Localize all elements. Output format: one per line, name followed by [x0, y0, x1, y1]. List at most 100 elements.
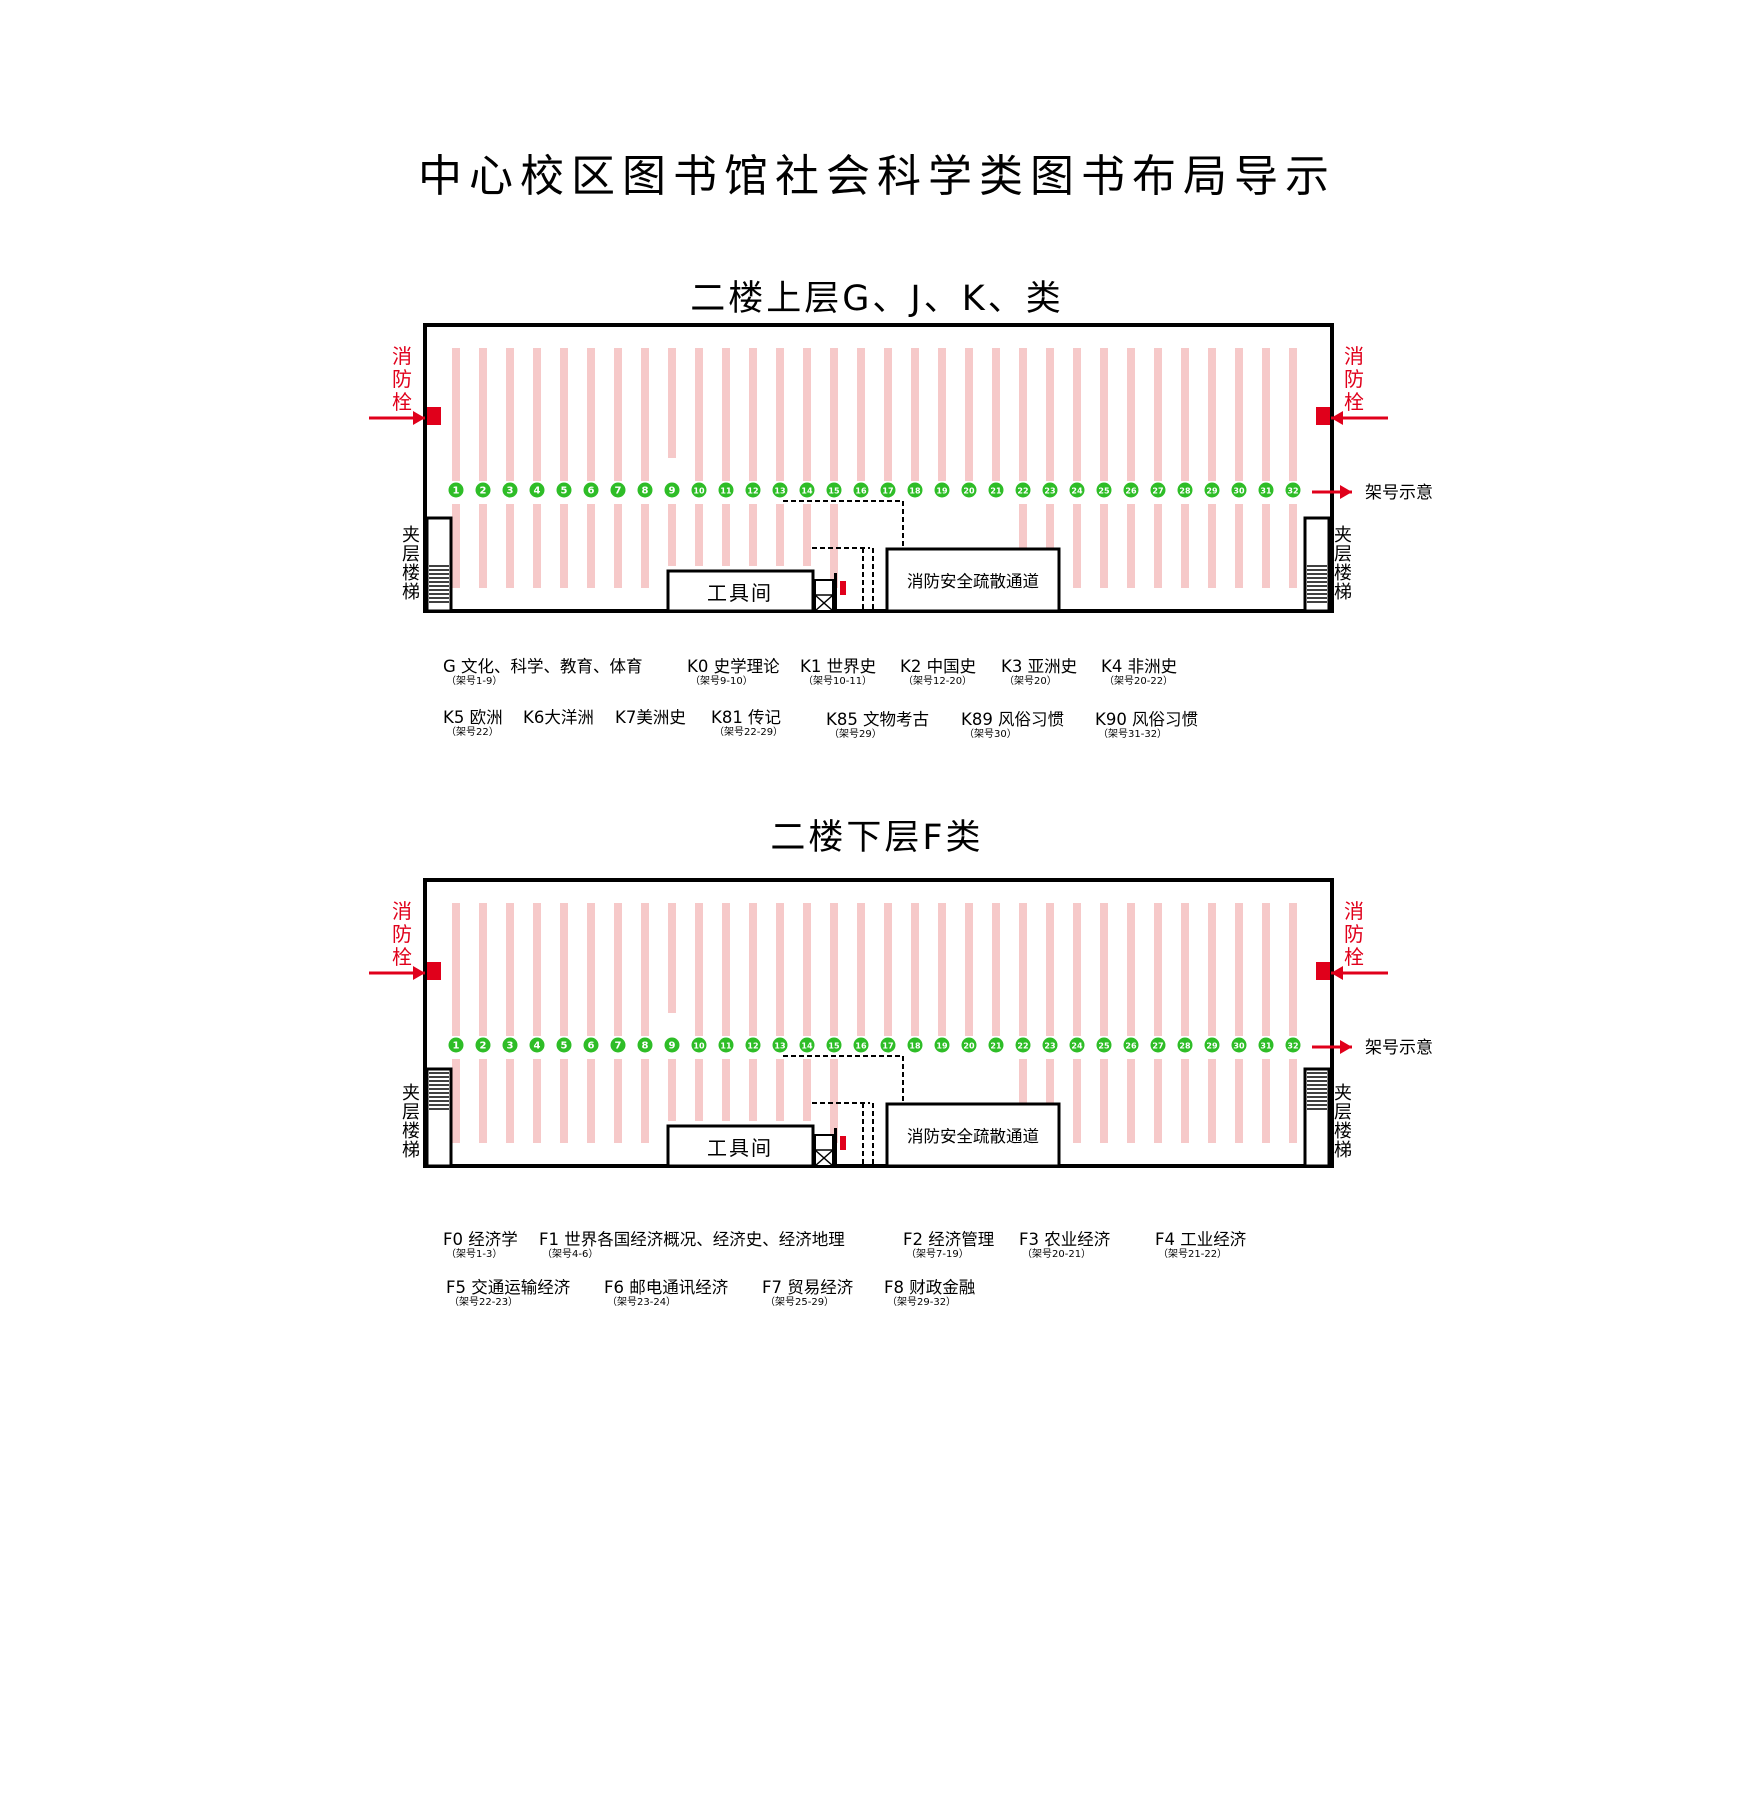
label-char: 梯 — [402, 1140, 420, 1161]
legend-item: K0 史学理论（架号9-10） — [687, 657, 780, 688]
shelf-bottom — [1154, 504, 1162, 588]
label-char: 梯 — [1334, 1140, 1352, 1161]
shelf-bottom — [1046, 1059, 1054, 1143]
legend-shelves: （架号22-23） — [449, 1297, 519, 1308]
shelf-number: 4 — [534, 1041, 541, 1052]
legend-item: F2 经济管理（架号7-19） — [903, 1230, 994, 1261]
legend-name: K6大洋洲 — [523, 708, 594, 727]
shelf-number-dot — [745, 1037, 761, 1053]
shelf-number: 27 — [1152, 1042, 1163, 1051]
shelf-top — [479, 903, 487, 1036]
shelf-top — [1181, 348, 1189, 481]
shelf-number-dot — [1123, 482, 1139, 498]
shelf-top — [1289, 348, 1297, 481]
stair-right — [1303, 516, 1331, 613]
shelf-number-dot — [691, 482, 707, 498]
shelf-bottom — [1262, 1059, 1270, 1143]
legend-name: K5 欧洲 — [443, 708, 503, 727]
shelf-bottom — [1019, 504, 1027, 588]
shelf-bottom — [614, 504, 622, 588]
label-char: 夹 — [1334, 1083, 1352, 1104]
shelf-bottom — [533, 1059, 541, 1143]
legend-shelves: （架号23-24） — [607, 1297, 677, 1308]
shelf-top — [533, 348, 541, 481]
shelf-number: 18 — [909, 1042, 921, 1051]
escape-route-room — [885, 547, 1061, 613]
shelf-bottom — [1235, 504, 1243, 588]
label-char: 梯 — [1334, 582, 1352, 603]
shelf-top — [614, 903, 622, 1036]
shelf-bottom — [587, 504, 595, 588]
shelf-number: 23 — [1044, 487, 1055, 496]
shelf-number-dot — [907, 1037, 923, 1053]
legend-shelves: （架号21-22） — [1158, 1249, 1228, 1260]
shelf-top — [884, 348, 892, 481]
shelf-number: 26 — [1125, 1042, 1137, 1051]
legend-name: K4 非洲史 — [1101, 657, 1178, 676]
shelf-number-dot — [961, 482, 977, 498]
shelf-top — [776, 903, 784, 1036]
shelf-number: 32 — [1287, 487, 1298, 496]
legend-shelves: （架号4-6） — [542, 1249, 599, 1260]
legend-name: K2 中国史 — [900, 657, 977, 676]
legend-name: F0 经济学 — [443, 1230, 518, 1249]
shelf-number: 28 — [1179, 487, 1191, 496]
shelf-top — [614, 348, 622, 481]
hydrant-icon — [427, 962, 441, 980]
shelf-top — [965, 348, 973, 481]
shelf-number: 5 — [561, 486, 568, 497]
shelf-number-dot — [1069, 1037, 1085, 1053]
shelf-number: 6 — [588, 1041, 595, 1052]
shelf-number-dot — [637, 482, 653, 498]
shelf-number-dot — [853, 1037, 869, 1053]
shelf-top — [803, 348, 811, 481]
shelf-number-dot — [1096, 1037, 1112, 1053]
tool-room-label: 工具间 — [707, 581, 773, 605]
shelf-number-dot — [988, 482, 1004, 498]
label-char: 楼 — [402, 1121, 420, 1142]
shelf-bottom — [587, 1059, 595, 1143]
shelf-top — [1154, 903, 1162, 1036]
extinguisher-icon — [840, 1136, 846, 1150]
hydrant-label-left: 消防栓 — [392, 899, 412, 969]
shelf-top — [1262, 348, 1270, 481]
shelf-bottom — [1127, 504, 1135, 588]
shelf-number-dot — [583, 482, 599, 498]
shelf-top — [1154, 348, 1162, 481]
shelf-top — [506, 348, 514, 481]
shelf-number-dot — [475, 482, 491, 498]
legend-name: F3 农业经济 — [1019, 1230, 1111, 1249]
legend-name: F1 世界各国经济概况、经济史、经济地理 — [539, 1230, 845, 1249]
legend-shelves: （架号9-10） — [690, 676, 753, 687]
shelf-bottom — [1154, 1059, 1162, 1143]
shelf-number: 2 — [480, 486, 487, 497]
label-char: 楼 — [1334, 563, 1352, 584]
shelf-top — [1100, 903, 1108, 1036]
shelf-top — [1046, 348, 1054, 481]
legend-item: K7美洲史 — [615, 708, 686, 727]
legend-name: K7美洲史 — [615, 708, 686, 727]
shelf-top — [587, 903, 595, 1036]
shelf-number-dot — [1015, 482, 1031, 498]
shelf-top — [1181, 903, 1189, 1036]
shelf-top — [695, 903, 703, 1036]
shelf-number-dot — [691, 1037, 707, 1053]
shelf-number-dot — [799, 482, 815, 498]
shelf-number-dot — [475, 1037, 491, 1053]
shelf-number-dot — [502, 482, 518, 498]
shelf-top — [830, 348, 838, 481]
shelf-number-dot — [1123, 1037, 1139, 1053]
shelf-top — [1235, 348, 1243, 481]
hydrant-arrow-right — [1331, 411, 1388, 425]
shelf-bottom — [668, 1059, 676, 1121]
shelf-bottom — [506, 1059, 514, 1143]
shelf-top — [857, 348, 865, 481]
legend-name: K1 世界史 — [800, 657, 877, 676]
shelf-top — [749, 903, 757, 1036]
label-char: 层 — [402, 1102, 420, 1123]
legend-shelves: （架号22） — [446, 727, 499, 738]
legend-shelves: （架号25-29） — [765, 1297, 835, 1308]
hydrant-icon — [427, 407, 441, 425]
